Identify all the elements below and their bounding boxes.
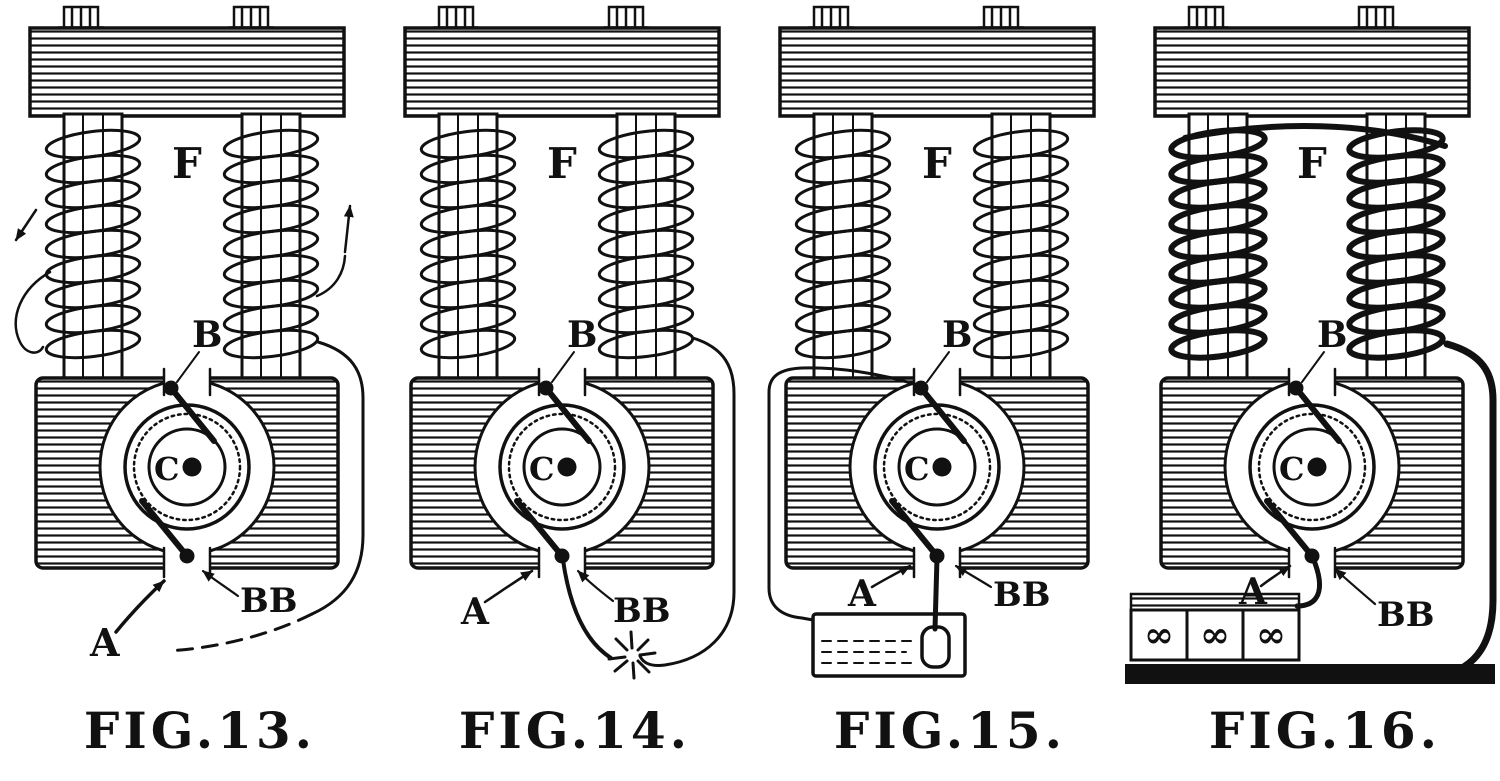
figure-14: F B C A BB FIG.14. xyxy=(405,7,736,760)
figure-caption: FIG.14. xyxy=(459,701,691,760)
left-lead-wire xyxy=(14,270,52,354)
label-bb: BB xyxy=(240,581,297,621)
a-pointer-arrow xyxy=(483,569,534,604)
label-c: C xyxy=(904,450,929,488)
electrolyte xyxy=(821,640,913,664)
label-b: B xyxy=(192,314,222,356)
label-a: A xyxy=(847,573,877,615)
label-a: A xyxy=(460,591,490,633)
rheostat-coil-symbol: ∞ xyxy=(1200,614,1230,656)
current-arrow-up-icon xyxy=(343,204,354,254)
rheostat: ∞ ∞ ∞ xyxy=(1129,608,1301,662)
figure-13: F B C A BB FIG.13. xyxy=(14,7,365,760)
bb-pointer-arrow xyxy=(201,569,240,598)
series-connector-wire xyxy=(1182,123,1448,149)
battery-cell xyxy=(811,612,967,678)
bb-pointer-arrow xyxy=(1333,567,1377,606)
rheostat-coil-symbol: ∞ xyxy=(1256,614,1286,656)
electrode xyxy=(920,625,951,669)
label-bb: BB xyxy=(993,575,1050,615)
label-c: C xyxy=(154,450,179,488)
brush-battery-wire xyxy=(932,555,940,632)
label-f: F xyxy=(1297,139,1327,188)
field-lead-wire xyxy=(638,336,736,667)
fig16-wiring: ∞ ∞ ∞ xyxy=(1125,123,1497,684)
fig13-wiring xyxy=(14,204,365,653)
a-pointer-arrow xyxy=(114,579,166,634)
rheostat-top-bar xyxy=(1129,592,1301,612)
label-a: A xyxy=(89,620,120,665)
a-pointer-arrow xyxy=(870,564,912,589)
figure-caption: FIG.13. xyxy=(84,701,316,760)
battery-wire-left xyxy=(767,366,926,622)
figure-caption: FIG.16. xyxy=(1209,701,1441,760)
label-f: F xyxy=(547,139,577,188)
label-bb: BB xyxy=(613,591,670,631)
rheostat-coil-symbol: ∞ xyxy=(1144,614,1174,656)
current-arrow-down-icon xyxy=(14,208,38,242)
label-c: C xyxy=(529,450,554,488)
a-pointer-arrow xyxy=(1259,564,1292,588)
label-b: B xyxy=(942,314,972,356)
label-bb: BB xyxy=(1377,595,1434,635)
figure-caption: FIG.15. xyxy=(834,701,1066,760)
brush-lead-wire xyxy=(1294,555,1323,609)
label-b: B xyxy=(1317,314,1347,356)
bb-pointer-arrow xyxy=(576,569,615,603)
label-c: C xyxy=(1279,450,1304,488)
label-a: A xyxy=(1238,571,1268,613)
bb-pointer-arrow xyxy=(954,564,993,589)
spark-burst-icon xyxy=(607,630,657,680)
fig15-wiring xyxy=(767,366,993,678)
return-wire xyxy=(310,340,365,616)
figure-16: ∞ ∞ ∞ F B C A BB FIG.16. xyxy=(1125,7,1497,760)
dashed-return-wire xyxy=(166,612,314,653)
label-f: F xyxy=(172,139,202,188)
label-b: B xyxy=(567,314,597,356)
figure-15: F B C A BB FIG.15. xyxy=(767,7,1094,760)
fig14-wiring xyxy=(483,336,736,680)
bus-bar xyxy=(1125,664,1495,684)
brush-lead-wire xyxy=(561,558,613,660)
label-f: F xyxy=(922,139,952,188)
right-lead-wire xyxy=(315,254,347,298)
